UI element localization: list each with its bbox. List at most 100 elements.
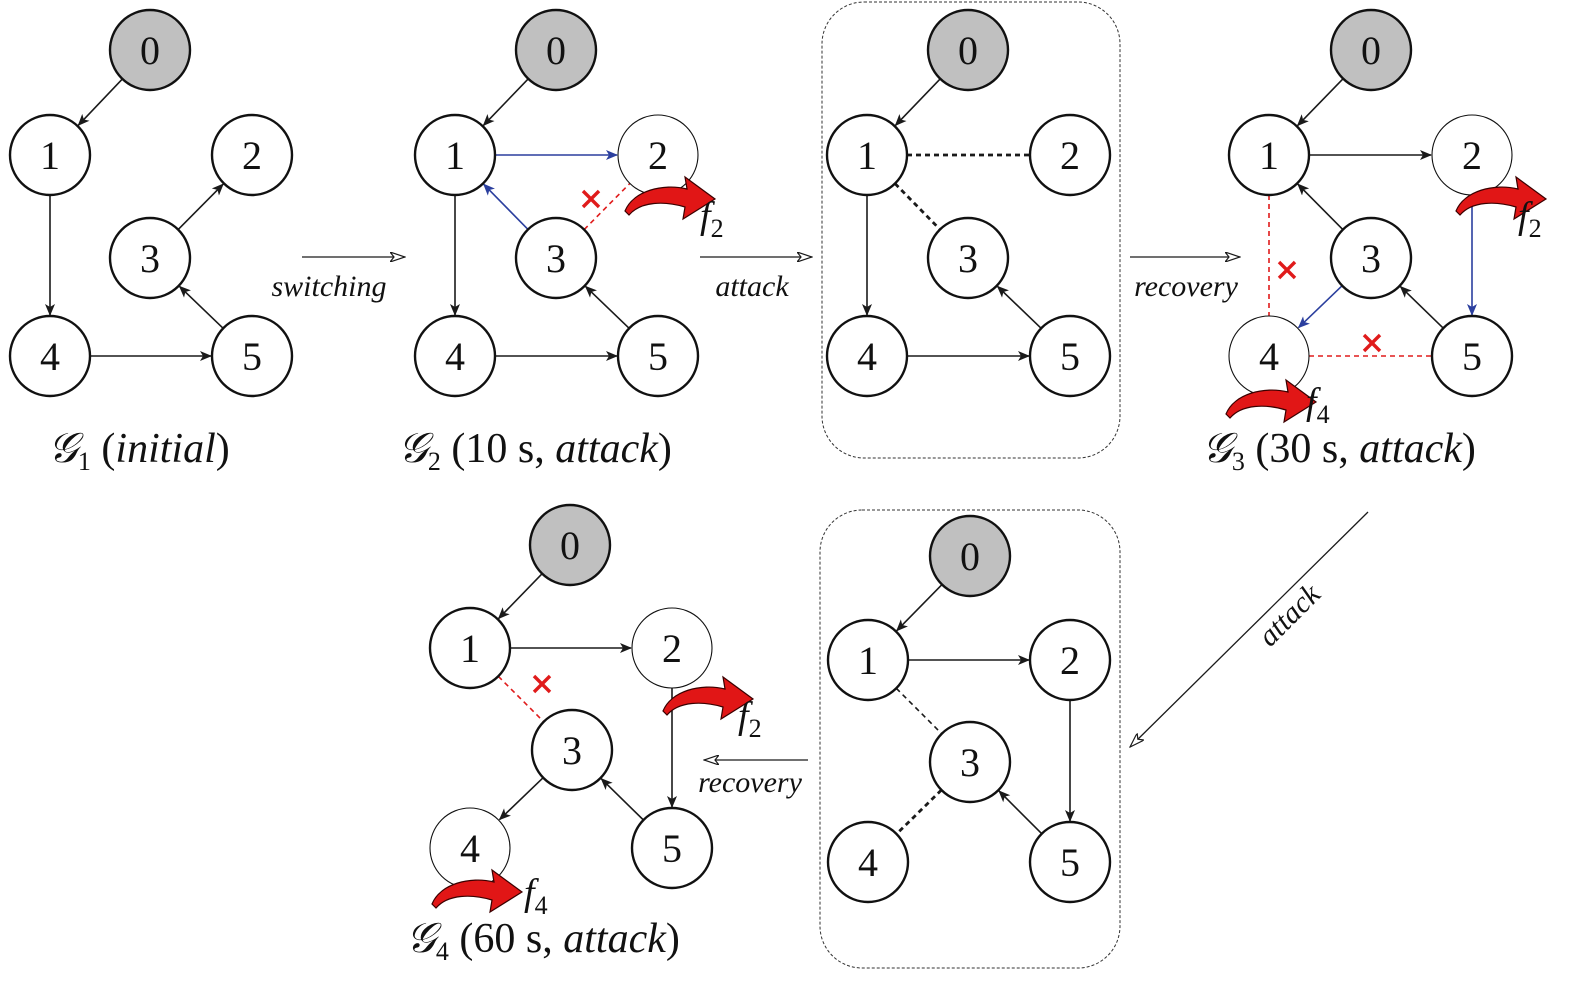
transition-label: recovery <box>1134 270 1238 303</box>
node-label: 3 <box>546 236 566 281</box>
node-label: 4 <box>460 826 480 871</box>
follower-node: 5 <box>1028 314 1112 398</box>
transition-arrow: recovery <box>698 760 808 799</box>
node-label: 5 <box>242 334 262 379</box>
follower-node: 4 <box>8 314 92 398</box>
directed-edge <box>482 78 529 127</box>
node-label: 2 <box>662 626 682 671</box>
transient-graph-frame <box>819 509 1121 969</box>
node-label: 3 <box>958 236 978 281</box>
node-label: 5 <box>648 334 668 379</box>
graph-caption: 𝒢1 (initial) <box>48 426 230 476</box>
lost-link-edge <box>894 182 941 231</box>
fault-label: f4 <box>1306 381 1330 429</box>
follower-node: 5 <box>630 806 714 890</box>
node-label: 2 <box>1060 133 1080 178</box>
node-label: 4 <box>857 334 877 379</box>
leader-node: 0 <box>514 8 598 92</box>
follower-node: 3 <box>530 708 614 792</box>
leader-node: 0 <box>528 503 612 587</box>
follower-node: 1 <box>413 113 497 197</box>
node-label: 0 <box>546 28 566 73</box>
directed-edge <box>1297 183 1344 231</box>
leader-node: 0 <box>926 8 1010 92</box>
graph-caption: 𝒢4 (60 s, attack) <box>406 916 680 966</box>
follower-node: 4 <box>826 820 910 904</box>
node-label: 1 <box>460 626 480 671</box>
node-label: 0 <box>1361 28 1381 73</box>
follower-node: 2 <box>1028 113 1112 197</box>
transition-label: attack <box>715 270 789 303</box>
follower-node: 3 <box>926 216 1010 300</box>
node-label: 4 <box>40 334 60 379</box>
node-label: 5 <box>662 826 682 871</box>
follower-node: 2 <box>1431 114 1513 196</box>
follower-node: 4 <box>825 314 909 398</box>
node-label: 1 <box>858 638 878 683</box>
fault-arrow-icon <box>1455 175 1548 221</box>
follower-node: 1 <box>1227 113 1311 197</box>
node-label: 1 <box>1259 133 1279 178</box>
follower-node: 1 <box>8 113 92 197</box>
transition-arrow: attack <box>1130 511 1369 747</box>
follower-node: 2 <box>631 607 713 689</box>
follower-node: 5 <box>210 314 294 398</box>
transient-graph-frame <box>821 1 1121 459</box>
node-label: 1 <box>445 133 465 178</box>
node-label: 1 <box>40 133 60 178</box>
follower-node: 2 <box>210 113 294 197</box>
directed-edge <box>584 285 630 329</box>
follower-node: 1 <box>826 618 910 702</box>
follower-node: 2 <box>1028 618 1112 702</box>
follower-node: 3 <box>928 720 1012 804</box>
directed-edge <box>77 78 123 127</box>
node-label: 1 <box>857 133 877 178</box>
node-label: 3 <box>960 740 980 785</box>
fault-label: f2 <box>738 695 762 743</box>
follower-node: 4 <box>413 314 497 398</box>
node-label: 4 <box>445 334 465 379</box>
directed-edge <box>998 790 1043 835</box>
fault-label: f2 <box>700 195 724 243</box>
link-cut-icon <box>581 189 601 209</box>
link-cut-icon <box>532 674 552 694</box>
leader-node: 0 <box>108 8 192 92</box>
transition-arrow: switching <box>271 257 405 303</box>
fault-arrow-icon <box>662 675 755 721</box>
node-label: 0 <box>140 28 160 73</box>
recovered-edge <box>483 183 529 230</box>
node-label: 0 <box>960 534 980 579</box>
leader-node: 0 <box>928 514 1012 598</box>
node-label: 5 <box>1060 840 1080 885</box>
node-label: 0 <box>958 28 978 73</box>
transition-label: switching <box>271 270 386 303</box>
directed-edge <box>177 183 224 231</box>
follower-node: 4 <box>1228 315 1310 397</box>
follower-node: 3 <box>1329 216 1413 300</box>
fault-label: f4 <box>524 872 548 920</box>
node-label: 3 <box>562 728 582 773</box>
node-label: 2 <box>242 133 262 178</box>
node-label: 3 <box>1361 236 1381 281</box>
follower-node: 3 <box>514 216 598 300</box>
transition-arrow: attack <box>700 257 812 303</box>
node-label: 2 <box>1462 133 1482 178</box>
transition-label: recovery <box>698 766 802 799</box>
transition-arrow: recovery <box>1130 257 1240 303</box>
node-label: 4 <box>1259 334 1279 379</box>
lost-link-edge <box>895 789 943 835</box>
directed-edge <box>894 78 941 127</box>
lost-link-edge <box>895 687 943 735</box>
leader-node: 0 <box>1329 8 1413 92</box>
recovered-edge <box>1297 285 1343 329</box>
follower-node: 5 <box>1028 820 1112 904</box>
follower-node: 5 <box>1430 314 1514 398</box>
follower-node: 5 <box>616 314 700 398</box>
fault-arrow-icon <box>431 868 524 914</box>
directed-edge <box>996 285 1042 329</box>
node-label: 2 <box>1060 638 1080 683</box>
fault-arrow-icon <box>1225 378 1318 424</box>
follower-node: 1 <box>428 606 512 690</box>
graph-caption: 𝒢3 (30 s, attack) <box>1202 426 1476 476</box>
